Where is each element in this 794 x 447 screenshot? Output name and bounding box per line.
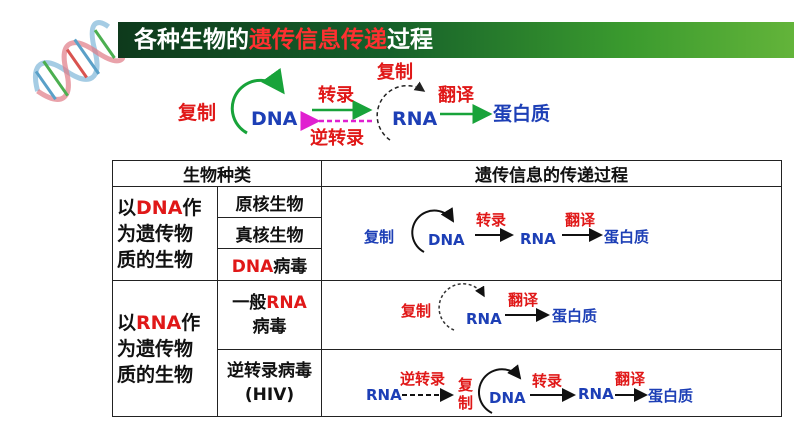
row-rna-replication-loop (438, 283, 485, 331)
row-dna-transcription-label: 转录 (476, 211, 507, 229)
header-organism-type: 生物种类 (112, 160, 322, 187)
row-retro-replicate-label: 复制 (458, 376, 474, 412)
info-transfer-table: 生物种类 遗传信息的传递过程 以DNA作 为遗传物 质的生物 原核生物 真核生物… (112, 160, 782, 417)
row-dna-rna-label: RNA (520, 230, 556, 248)
row-retro-reverse-label: 逆转录 (400, 370, 446, 388)
page-title: 各种生物的遗传信息传递过程 (134, 27, 433, 53)
dna-replication-loop (230, 67, 285, 135)
rna-replication-loop (376, 81, 426, 141)
retrovirus-cell: 逆转录病毒 (HIV) (217, 349, 322, 417)
row-dna-dna-label: DNA (428, 231, 465, 249)
group-dna-cell: 以DNA作 为遗传物 质的生物 (112, 186, 218, 281)
rna-virus-cell: 一般RNA 病毒 (217, 280, 322, 350)
top-replicate-rna-label: 复制 (377, 62, 413, 83)
row-rna-translation-label: 翻译 (508, 291, 539, 309)
top-translation-label: 翻译 (438, 85, 474, 106)
group-rna-cell: 以RNA作 为遗传物 质的生物 (112, 280, 218, 417)
dna-helix-decoration (33, 20, 125, 102)
top-replicate-dna-label: 复制 (178, 102, 217, 124)
dna-virus-cell: DNA病毒 (217, 248, 322, 281)
row-retro-rna-label: RNA (578, 385, 614, 403)
prokaryote-cell: 原核生物 (217, 186, 322, 218)
top-protein-label: 蛋白质 (493, 103, 551, 125)
top-rna-label: RNA (392, 108, 438, 130)
row-dna-translation-label: 翻译 (565, 211, 596, 229)
title-bar (118, 22, 794, 58)
row-retro-rna-start-label: RNA (366, 386, 402, 404)
top-dna-label: DNA (251, 108, 298, 130)
row-retro-protein-label: 蛋白质 (648, 387, 694, 405)
row-retro-transcription-label: 转录 (532, 372, 563, 390)
row-rna-protein-label: 蛋白质 (552, 307, 598, 325)
row-retro-translation-label: 翻译 (615, 370, 646, 388)
row-dna-replicate-label: 复制 (364, 228, 395, 246)
row-retro-replication-loop (478, 364, 522, 414)
row-rna-replicate-label: 复制 (401, 302, 432, 320)
top-diagram-graphics (230, 67, 493, 141)
process-retrovirus-cell (321, 349, 782, 417)
row-dna-protein-label: 蛋白质 (604, 228, 650, 246)
row-dna-replication-loop (411, 207, 455, 253)
top-transcription-label: 转录 (318, 85, 354, 106)
row-retro-dna-label: DNA (489, 389, 526, 407)
header-process: 遗传信息的传递过程 (321, 160, 782, 187)
row-rna-rna-label: RNA (466, 310, 502, 328)
top-reverse-transcription-label: 逆转录 (310, 128, 364, 149)
